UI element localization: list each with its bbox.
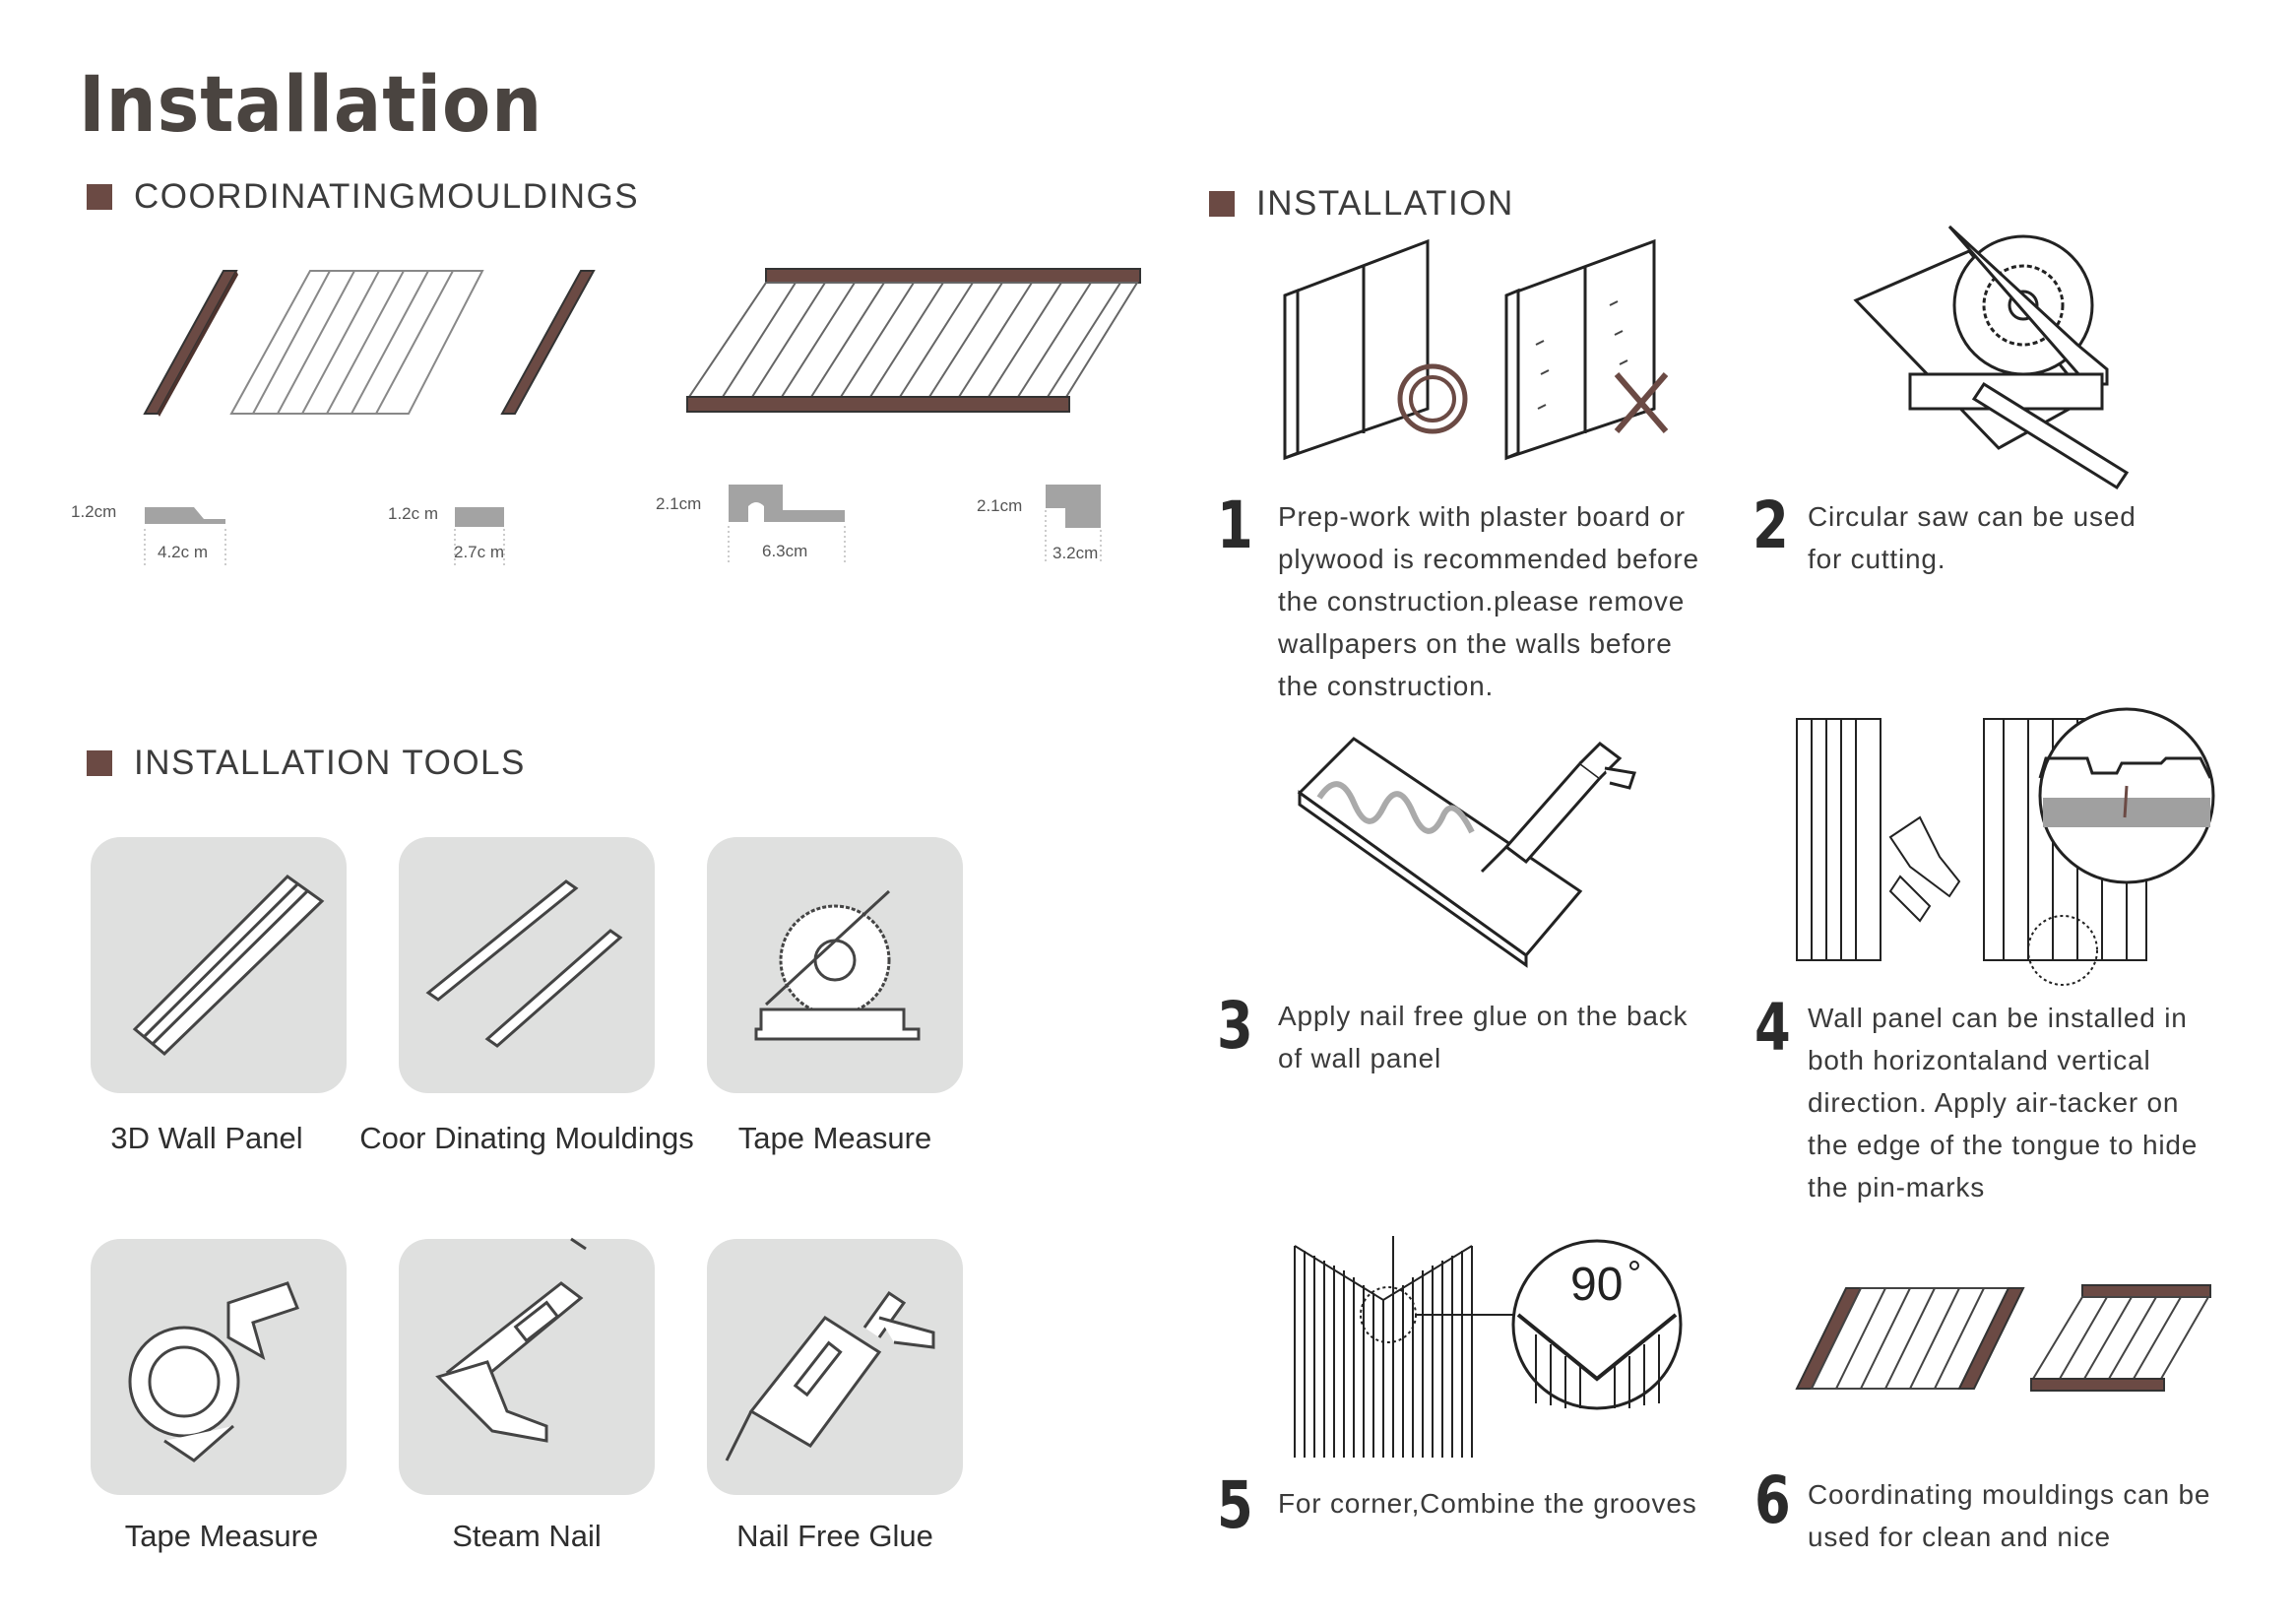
profile-shape (454, 507, 505, 566)
section-marker (1209, 191, 1235, 217)
step-number: 5 (1217, 1467, 1253, 1543)
page-title: Installation (79, 61, 543, 150)
profile-height: 1.2cm (71, 502, 117, 521)
step-text: Circular saw can be used for cutting. (1808, 501, 2137, 574)
step-text: Coordinating mouldings can be used for c… (1808, 1479, 2211, 1552)
tool-label: Tape Measure (124, 1519, 319, 1553)
glue-gun-icon (725, 1290, 935, 1462)
tool-label: 3D Wall Panel (110, 1121, 303, 1155)
tool-label: Nail Free Glue (736, 1519, 933, 1553)
tool-card-wall-panel (91, 837, 347, 1093)
profile-width: 4.2c m (158, 543, 209, 561)
step-text: Wall panel can be installed in both hori… (1808, 1003, 2199, 1202)
profile-2: 1.2c m 2.7c m (388, 497, 555, 566)
assembled-panel-illustration (686, 268, 1141, 413)
tape-measure-icon (128, 1281, 299, 1462)
nail-gun-icon (435, 1237, 587, 1443)
profile-width: 2.7c m (454, 543, 505, 561)
tool-label: Steam Nail (452, 1519, 602, 1553)
mouldings-heading: COORDINATINGMOULDINGS (87, 177, 639, 217)
step-text: Apply nail free glue on the back of wall… (1278, 1001, 1689, 1073)
mouldings-heading-text: COORDINATINGMOULDINGS (134, 177, 640, 216)
step1-illustration (1283, 238, 1669, 461)
installation-heading: INSTALLATION (1209, 184, 1514, 224)
step2-illustration (1853, 225, 2130, 490)
tool-label: Tape Measure (737, 1121, 932, 1155)
profile-4: 2.1cm 3.2cm (977, 481, 1124, 564)
step-text: For corner,Combine the grooves (1278, 1488, 1697, 1519)
step6-illustration (1795, 1284, 2211, 1392)
profile-height: 2.1cm (977, 496, 1023, 515)
step-number: 1 (1217, 487, 1253, 563)
profile-height: 1.2c m (388, 504, 439, 523)
step-number: 6 (1754, 1462, 1791, 1538)
tool-card-nail (399, 1237, 655, 1495)
step-text: Prep-work with plaster board or plywood … (1278, 501, 1699, 701)
tool-label: Coor Dinating Mouldings (359, 1121, 694, 1155)
mouldings-panel-illustration (143, 270, 596, 417)
tool-card-tape (91, 1239, 347, 1495)
step5-illustration: 90 (1294, 1236, 1683, 1458)
profile-shape (144, 507, 226, 566)
profile-height: 2.1cm (656, 494, 702, 513)
section-marker (87, 750, 112, 776)
step-number: 2 (1753, 487, 1789, 563)
profile-width: 6.3cm (762, 542, 808, 560)
profile-width: 3.2cm (1052, 544, 1099, 562)
circular-saw-icon (754, 889, 921, 1041)
tool-card-mouldings (399, 837, 655, 1093)
installation-heading-text: INSTALLATION (1256, 184, 1514, 223)
profile-1: 1.2cm 4.2c m (71, 497, 238, 566)
step-number: 3 (1217, 988, 1253, 1064)
profile-3: 2.1cm 6.3cm (656, 481, 872, 564)
step-number: 4 (1754, 990, 1791, 1066)
tools-heading: INSTALLATION TOOLS (87, 744, 526, 783)
profile-shape (1045, 485, 1102, 563)
angle-label: 90 (1570, 1259, 1623, 1311)
step4-illustration (1796, 707, 2215, 986)
tool-card-saw (707, 837, 963, 1093)
mouldings-icon (425, 879, 623, 1048)
tools-heading-text: INSTALLATION TOOLS (134, 744, 526, 782)
wall-panel-icon (132, 875, 325, 1057)
profile-shape (728, 485, 846, 563)
step3-illustration (1297, 737, 1636, 968)
tool-card-glue (707, 1239, 963, 1495)
section-marker (87, 184, 112, 210)
